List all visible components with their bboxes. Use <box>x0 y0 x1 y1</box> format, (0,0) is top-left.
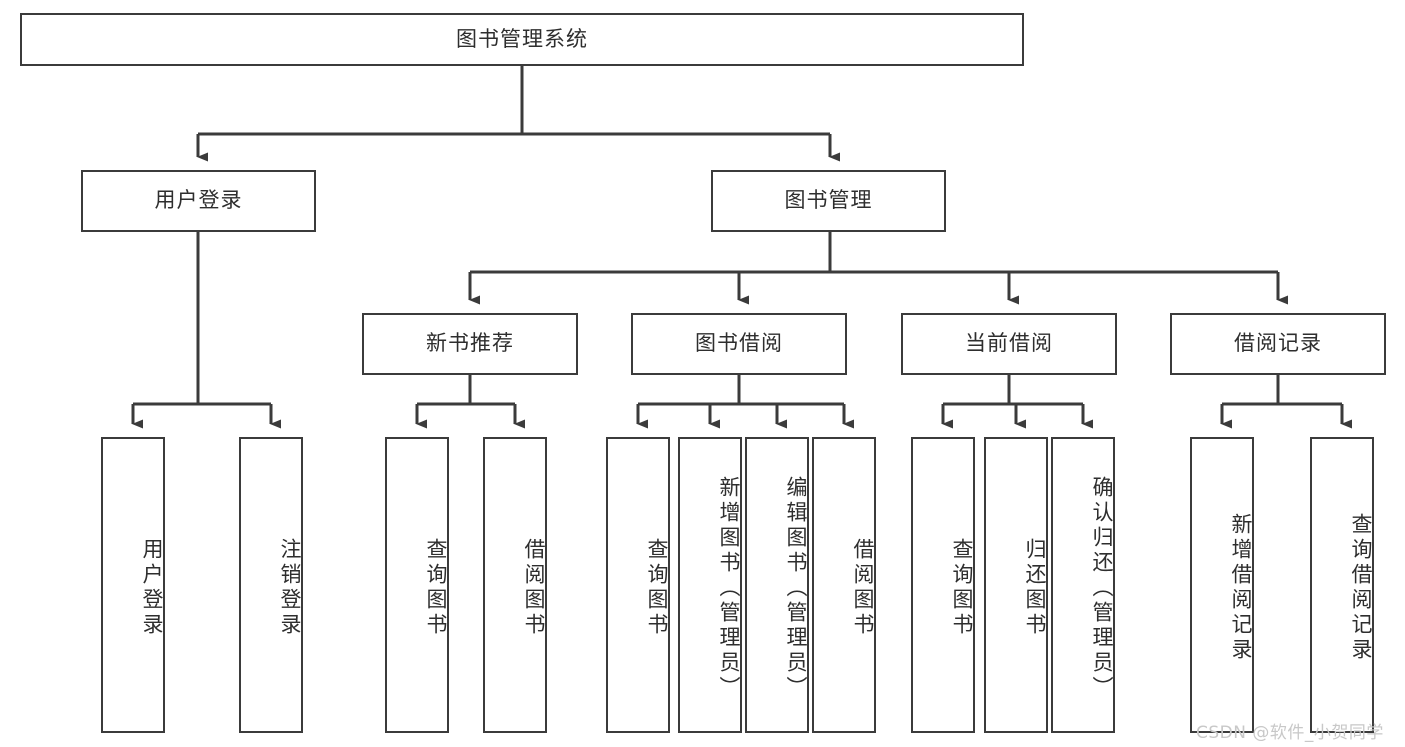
node-level3-book-borrow[interactable]: 图书借阅 <box>631 313 847 375</box>
node-level2-book-management[interactable]: 图书管理 <box>711 170 946 232</box>
watermark-text: CSDN @软件_小贺同学 <box>1196 723 1384 743</box>
node-level3-book-borrow-label: 图书借阅 <box>695 331 783 356</box>
node-leaf-query-book-borrow[interactable]: 查询图书 <box>606 437 670 733</box>
node-leaf-query-book-newbook[interactable]: 查询图书 <box>385 437 449 733</box>
node-level3-borrow-records-label: 借阅记录 <box>1234 331 1322 356</box>
node-leaf-confirm-return-admin[interactable]: 确认归还（管理员） <box>1051 437 1115 733</box>
node-leaf-return-book[interactable]: 归还图书 <box>984 437 1048 733</box>
node-leaf-query-book-current[interactable]: 查询图书 <box>911 437 975 733</box>
node-level3-new-book-recommend-label: 新书推荐 <box>426 331 514 356</box>
node-level2-user-login[interactable]: 用户登录 <box>81 170 316 232</box>
node-leaf-return-book-label: 归还图书 <box>1023 538 1047 638</box>
node-leaf-user-login[interactable]: 用户登录 <box>101 437 165 733</box>
node-leaf-logout[interactable]: 注销登录 <box>239 437 303 733</box>
node-level3-current-borrow[interactable]: 当前借阅 <box>901 313 1117 375</box>
node-level3-borrow-records[interactable]: 借阅记录 <box>1170 313 1386 375</box>
node-leaf-borrow-book-newbook[interactable]: 借阅图书 <box>483 437 547 733</box>
node-level3-new-book-recommend[interactable]: 新书推荐 <box>362 313 578 375</box>
node-leaf-edit-book-admin-label: 编辑图书（管理员） <box>784 475 808 701</box>
node-leaf-borrow-book[interactable]: 借阅图书 <box>812 437 876 733</box>
node-leaf-add-book-admin-label: 新增图书（管理员） <box>717 475 741 701</box>
node-leaf-add-borrow-record[interactable]: 新增借阅记录 <box>1190 437 1254 733</box>
node-root[interactable]: 图书管理系统 <box>20 13 1024 66</box>
node-level2-user-login-label: 用户登录 <box>154 188 243 213</box>
node-leaf-logout-label: 注销登录 <box>278 538 302 638</box>
node-leaf-query-book-current-label: 查询图书 <box>950 538 974 638</box>
node-leaf-borrow-book-label: 借阅图书 <box>851 538 875 638</box>
node-leaf-query-borrow-record-label: 查询借阅记录 <box>1349 513 1373 663</box>
node-level2-book-management-label: 图书管理 <box>784 188 873 213</box>
node-leaf-borrow-book-newbook-label: 借阅图书 <box>522 538 546 638</box>
node-leaf-add-book-admin[interactable]: 新增图书（管理员） <box>678 437 742 733</box>
node-leaf-user-login-label: 用户登录 <box>140 538 164 638</box>
node-leaf-add-borrow-record-label: 新增借阅记录 <box>1229 513 1253 663</box>
node-level3-current-borrow-label: 当前借阅 <box>965 331 1053 356</box>
node-leaf-query-book-newbook-label: 查询图书 <box>424 538 448 638</box>
node-root-label: 图书管理系统 <box>456 26 588 51</box>
node-leaf-edit-book-admin[interactable]: 编辑图书（管理员） <box>745 437 809 733</box>
node-leaf-confirm-return-admin-label: 确认归还（管理员） <box>1090 475 1114 701</box>
node-leaf-query-book-borrow-label: 查询图书 <box>645 538 669 638</box>
node-leaf-query-borrow-record[interactable]: 查询借阅记录 <box>1310 437 1374 733</box>
